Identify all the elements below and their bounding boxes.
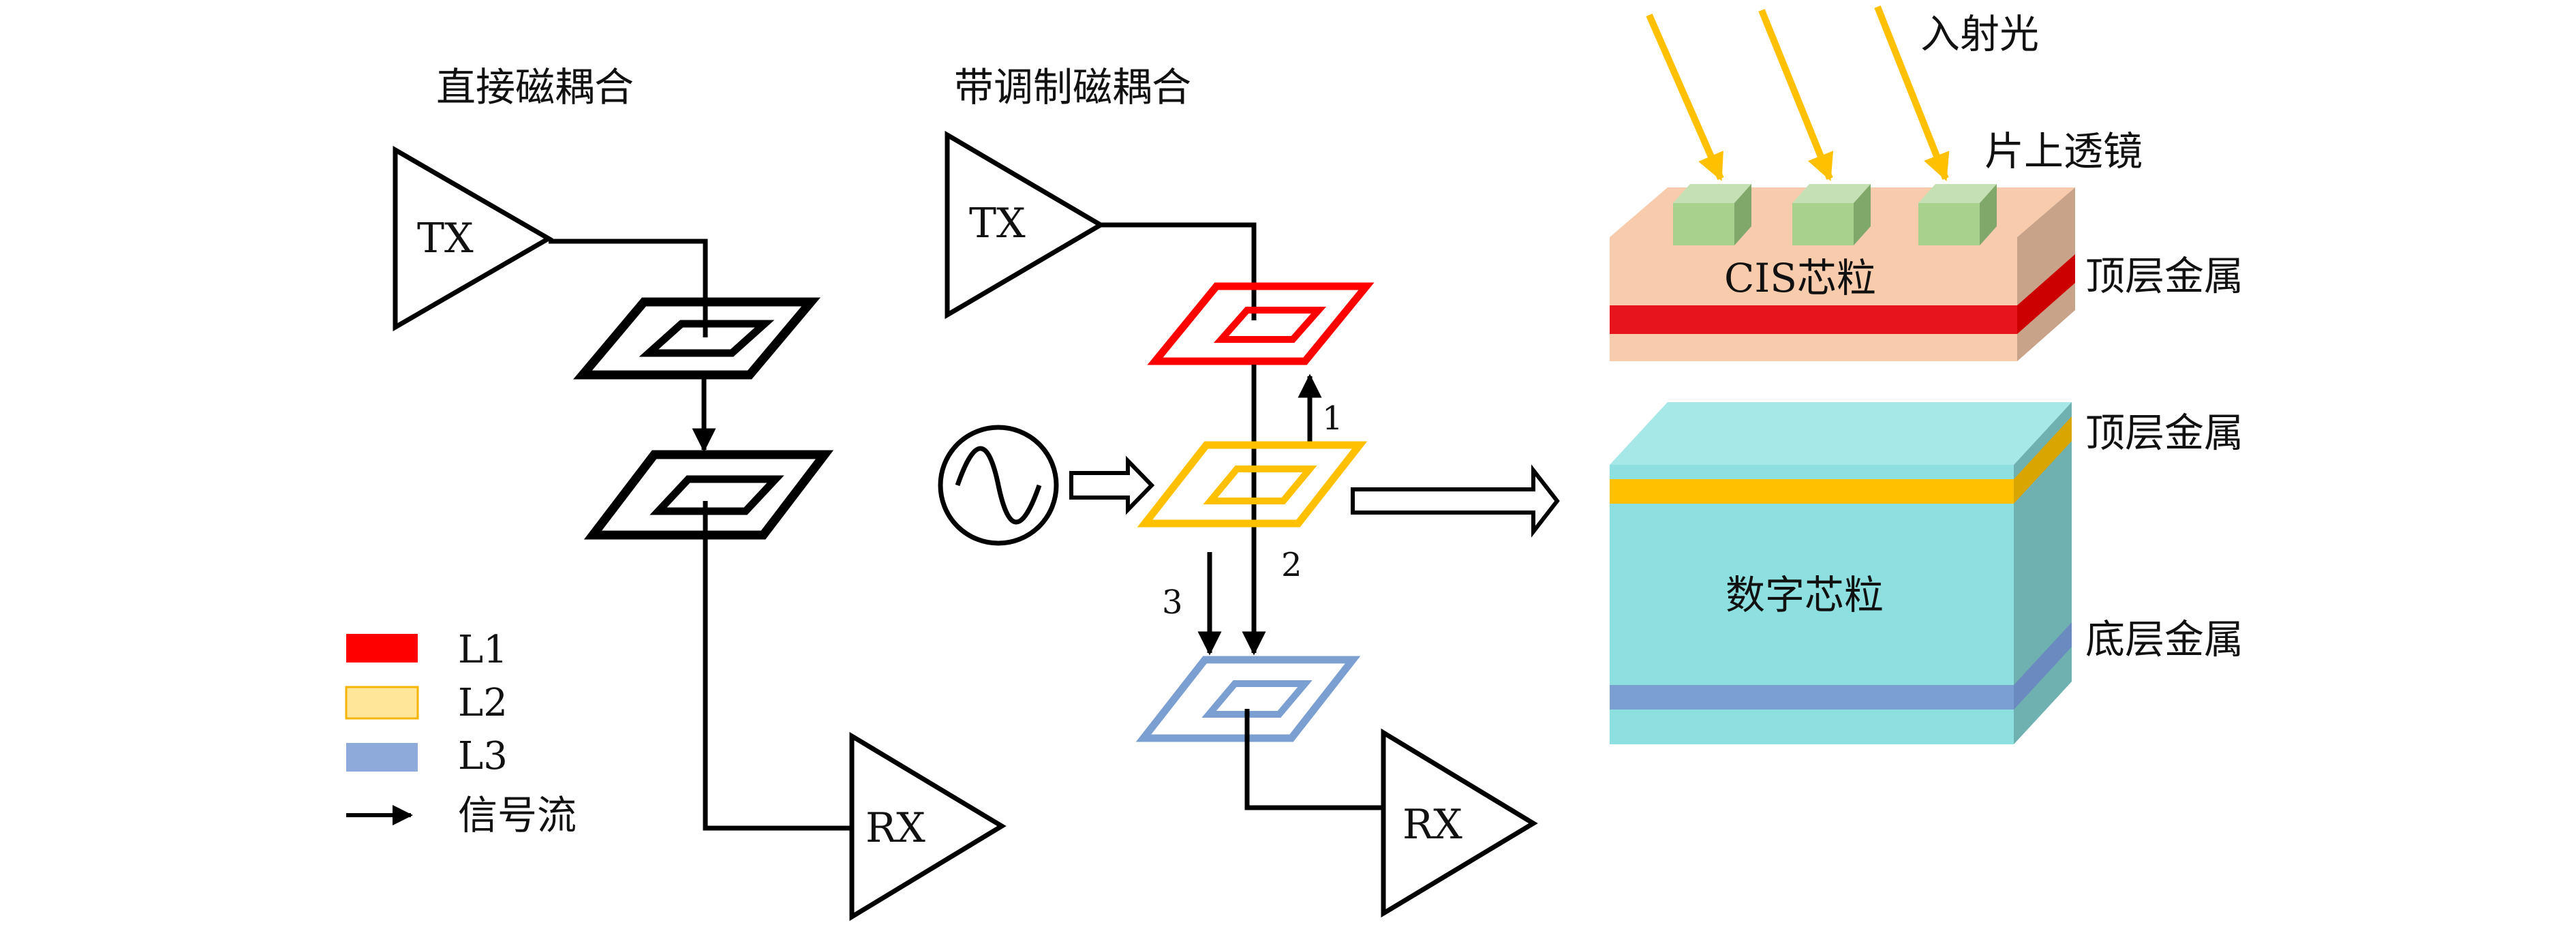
oscillator [938, 425, 1059, 546]
path-2-label: 2 [1281, 546, 1302, 584]
direct-coupling-section: 直接磁耦合 TX RX [393, 64, 1007, 922]
modulated-rx-label: RX [1402, 801, 1462, 849]
digital-top-metal-layer [1610, 479, 2014, 504]
lens [1673, 184, 1751, 245]
legend-swatch-l2 [345, 686, 419, 720]
legend-swatch-l3 [346, 743, 418, 772]
modulated-tx-wire [1101, 222, 1257, 320]
direct-rx-amplifier [849, 731, 1007, 922]
modulated-rx-amplifier [1381, 728, 1538, 918]
lens [1918, 184, 1997, 245]
incident-light-label: 入射光 [1920, 11, 2039, 57]
lens [1792, 184, 1871, 245]
on-chip-lens-label: 片上透镜 [1984, 128, 2143, 174]
direct-tx-amplifier [393, 145, 553, 332]
direct-coil-rx [583, 450, 834, 540]
legend: L1 L2 L3 信号流 [345, 628, 577, 838]
path-1-label: 1 [1322, 399, 1343, 438]
cis-top-metal-layer [1610, 305, 2017, 334]
incident-light-arrow [1874, 5, 1950, 181]
incident-light-arrow [1758, 9, 1834, 181]
legend-label-signal-flow: 信号流 [458, 792, 577, 838]
legend-label-l3: L3 [458, 734, 508, 778]
path-3-label: 3 [1162, 583, 1183, 622]
modulated-title: 带调制磁耦合 [954, 64, 1191, 110]
cis-top-metal-label: 顶层金属 [2085, 253, 2243, 299]
legend-label-l1: L1 [458, 628, 508, 672]
coil-l2 [1137, 441, 1368, 528]
digital-bottom-metal-label: 底层金属 [2085, 616, 2243, 663]
modulated-coupling-section: 带调制磁耦合 TX 1 2 3 [938, 64, 1560, 918]
chiplet-stack: 入射光 片上透镜 CIS芯粒 [1610, 5, 2243, 744]
incident-light-arrow [1646, 13, 1724, 181]
direct-rx-wire [703, 501, 852, 831]
direct-tx-label: TX [417, 215, 474, 262]
digital-bottom-metal-layer [1610, 685, 2014, 710]
to-stack-arrow [1351, 464, 1560, 538]
modulated-tx-amplifier [945, 130, 1105, 320]
coil-l3 [1135, 656, 1361, 742]
legend-label-l2: L2 [458, 681, 508, 725]
modulated-rx-wire [1244, 709, 1383, 810]
legend-swatch-l1 [346, 634, 418, 663]
cis-die-label: CIS芯粒 [1724, 255, 1876, 301]
modulation-input-arrow [1069, 455, 1155, 515]
digital-die [1610, 402, 2072, 744]
digital-die-label: 数字芯粒 [1726, 572, 1884, 618]
direct-rx-label: RX [865, 804, 925, 852]
coil-l1 [1147, 282, 1375, 365]
digital-top-metal-label: 顶层金属 [2085, 410, 2243, 456]
direct-coil-tx [573, 297, 821, 380]
modulated-tx-label: TX [969, 200, 1026, 247]
direct-title: 直接磁耦合 [436, 64, 634, 110]
sine-wave-icon [955, 446, 1042, 525]
on-chip-lenses [1673, 184, 1997, 245]
